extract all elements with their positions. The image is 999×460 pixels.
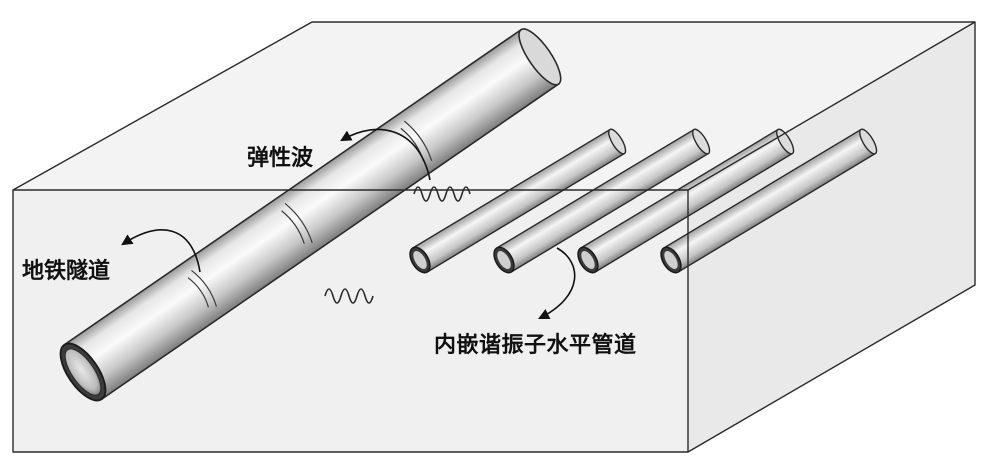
elastic-wave-squiggles — [324, 186, 471, 304]
tunnel-bore — [64, 348, 102, 396]
wave-squiggle-upper — [413, 186, 471, 202]
pipes-arrow — [537, 247, 576, 320]
resonator-pipes — [409, 128, 878, 274]
tunnel-far-end — [518, 28, 562, 86]
block-right-face — [688, 22, 975, 452]
embedded-pipes-label: 内嵌谐振子水平管道 — [434, 333, 637, 358]
elastic-wave-label: 弹性波 — [247, 146, 314, 171]
resonator-pipe-1 — [409, 128, 627, 274]
resonator-pipe-4 — [660, 128, 878, 274]
leader-arrows — [121, 128, 576, 320]
resonator-pipe-2 — [493, 128, 711, 274]
elastic-wave-arrow — [340, 128, 431, 181]
tunnel-vibration-marks — [187, 120, 433, 308]
wave-squiggle-lower — [324, 288, 374, 304]
subway-tunnel-label: 地铁隧道 — [22, 259, 111, 284]
resonator-pipe-3 — [577, 128, 795, 274]
subway-tunnel — [59, 28, 562, 402]
block-outline — [12, 21, 976, 453]
tunnel-arrow — [121, 229, 201, 273]
